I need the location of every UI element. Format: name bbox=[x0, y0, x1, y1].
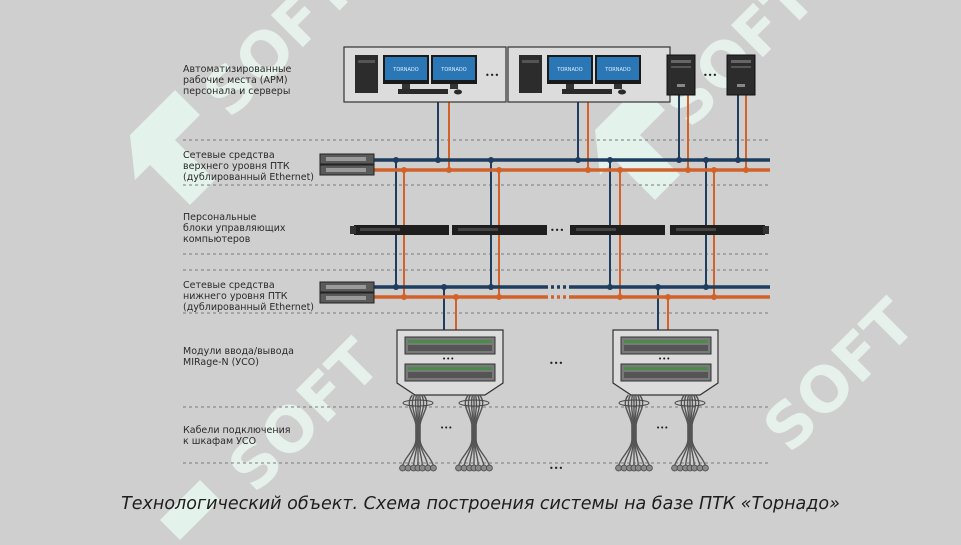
junction bbox=[453, 294, 459, 300]
ellipsis-cables-3: ••• bbox=[549, 464, 563, 473]
keyboard-icon bbox=[398, 89, 448, 94]
workstation-1: TORNADO TORNADO bbox=[343, 46, 507, 103]
ellipsis-control-units: ••• bbox=[550, 226, 564, 235]
junction bbox=[585, 167, 591, 173]
watermark-logo-bl bbox=[160, 480, 220, 540]
monitor-screen-text: TORNADO bbox=[440, 67, 466, 73]
junction bbox=[676, 157, 682, 163]
ellipsis-servers: ••• bbox=[703, 71, 717, 80]
control-unit-1 bbox=[350, 225, 449, 235]
cable-bundle bbox=[399, 394, 437, 472]
label-io-modules: Модули ввода/вывода MIRage-N (УСО) bbox=[183, 346, 294, 368]
figure-caption: Технологический объект. Схема построения… bbox=[121, 494, 840, 514]
junction bbox=[655, 284, 661, 290]
server-2 bbox=[726, 54, 756, 96]
junction bbox=[703, 284, 709, 290]
junction bbox=[703, 157, 709, 163]
junction bbox=[401, 294, 407, 300]
junction bbox=[441, 284, 447, 290]
upper-switch-orange bbox=[319, 164, 375, 176]
junction bbox=[575, 157, 581, 163]
keyboard-icon bbox=[562, 89, 612, 94]
monitor-screen-text: TORNADO bbox=[604, 67, 630, 73]
vertical-links bbox=[395, 95, 747, 330]
mouse-icon bbox=[618, 89, 626, 95]
server-1 bbox=[666, 54, 696, 96]
monitor-screen-text: TORNADO bbox=[556, 67, 582, 73]
junction bbox=[607, 157, 613, 163]
junction bbox=[617, 294, 623, 300]
junction bbox=[607, 284, 613, 290]
cable-bundle bbox=[615, 394, 653, 472]
cable-bundles bbox=[399, 394, 709, 472]
row-separators bbox=[183, 139, 768, 464]
cable-bundle bbox=[455, 394, 493, 472]
junction bbox=[496, 294, 502, 300]
ellipsis-cables-1: ••• bbox=[440, 424, 452, 432]
monitor-screen-text: TORNADO bbox=[392, 67, 418, 73]
junction bbox=[711, 294, 717, 300]
label-control-units: Персональные блоки управляющих компьютер… bbox=[183, 212, 286, 245]
junction bbox=[435, 157, 441, 163]
junction bbox=[735, 157, 741, 163]
uso-cabinet-1: ••• bbox=[396, 329, 504, 396]
junction bbox=[393, 157, 399, 163]
junction bbox=[685, 167, 691, 173]
lower-switch-orange bbox=[319, 292, 375, 304]
mouse-icon bbox=[454, 89, 462, 95]
control-units: ••• bbox=[350, 225, 769, 235]
control-unit-2 bbox=[452, 225, 547, 235]
junction bbox=[496, 167, 502, 173]
ellipsis-workstations: ••• bbox=[485, 71, 499, 80]
watermark-logo-left bbox=[130, 90, 215, 205]
lower-switch-blue bbox=[319, 281, 375, 293]
ellipsis-cables-2: ••• bbox=[656, 424, 668, 432]
junction bbox=[488, 157, 494, 163]
junction bbox=[488, 284, 494, 290]
junctions bbox=[393, 157, 749, 300]
pc-tower-icon bbox=[519, 55, 542, 93]
control-unit-3 bbox=[570, 225, 665, 235]
pc-tower-icon bbox=[355, 55, 378, 93]
workstation-2: TORNADO TORNADO bbox=[507, 46, 671, 103]
junction bbox=[711, 167, 717, 173]
label-upper-network: Сетевые средства верхнего уровня ПТК (ду… bbox=[183, 150, 315, 183]
junction bbox=[446, 167, 452, 173]
junction bbox=[743, 167, 749, 173]
uso-cabinet-2: ••• bbox=[612, 329, 719, 396]
junction bbox=[665, 294, 671, 300]
watermark-bottom-right: SOFT bbox=[749, 285, 929, 465]
junction bbox=[401, 167, 407, 173]
junction bbox=[617, 167, 623, 173]
ellipsis-cabinets: ••• bbox=[549, 359, 563, 368]
label-cables: Кабели подключения к шкафам УСО bbox=[183, 425, 291, 447]
label-lower-network: Сетевые средства нижнего уровня ПТК (дуб… bbox=[183, 280, 315, 313]
ellipsis-modules: ••• bbox=[658, 355, 670, 363]
junction bbox=[393, 284, 399, 290]
label-arm: Автоматизированные рабочие места (АРМ) п… bbox=[183, 64, 292, 97]
upper-switch-blue bbox=[319, 153, 375, 165]
cable-bundle bbox=[671, 394, 709, 472]
ellipsis-modules: ••• bbox=[442, 355, 454, 363]
control-unit-4 bbox=[670, 225, 769, 235]
